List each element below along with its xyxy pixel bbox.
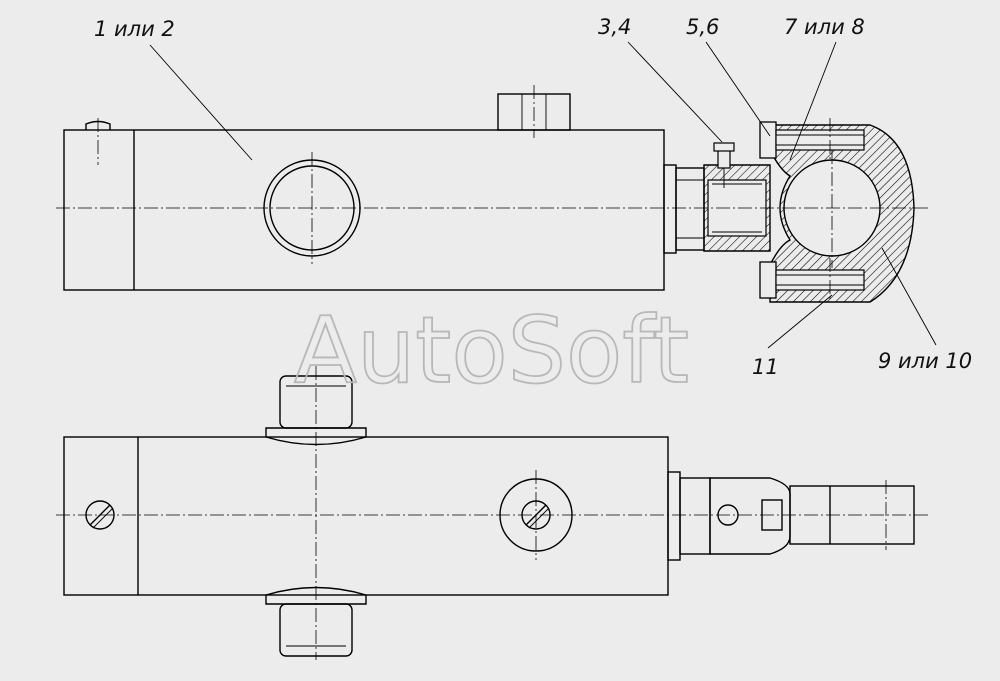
upper-bolt-head bbox=[759, 121, 777, 159]
lower-fitting bbox=[279, 603, 353, 657]
watermark: AutoSoft bbox=[294, 297, 689, 404]
callout-11: 11 bbox=[752, 355, 779, 379]
leader-7-8 bbox=[789, 41, 837, 161]
callout-1-or-2: 1 или 2 bbox=[94, 17, 175, 41]
bottom-view bbox=[56, 366, 928, 660]
callouts: 1 или 2 3,4 5,6 7 или 8 11 9 или 10 bbox=[94, 15, 972, 379]
grease-nipple bbox=[717, 149, 731, 169]
upper-bolt-shank bbox=[775, 129, 865, 151]
upper-boss bbox=[265, 427, 367, 446]
leader-1 bbox=[149, 44, 253, 161]
callout-3-4: 3,4 bbox=[598, 15, 631, 39]
callout-7-or-8: 7 или 8 bbox=[784, 15, 865, 39]
leader-5-6 bbox=[705, 41, 771, 137]
cylinder-body bbox=[63, 129, 665, 291]
top-view bbox=[56, 85, 928, 303]
leader-9-10 bbox=[881, 247, 937, 346]
lower-bolt-head bbox=[759, 261, 777, 299]
leader-11 bbox=[767, 294, 833, 349]
cylinder-body-bottom bbox=[63, 436, 669, 596]
callout-5-6: 5,6 bbox=[686, 15, 719, 39]
lower-bolt-shank bbox=[775, 269, 865, 291]
clevis-head bbox=[709, 477, 791, 555]
lower-boss bbox=[265, 586, 367, 605]
leader-3-4 bbox=[627, 41, 723, 143]
callout-9-or-10: 9 или 10 bbox=[878, 349, 972, 373]
rod-nut bbox=[663, 164, 677, 254]
